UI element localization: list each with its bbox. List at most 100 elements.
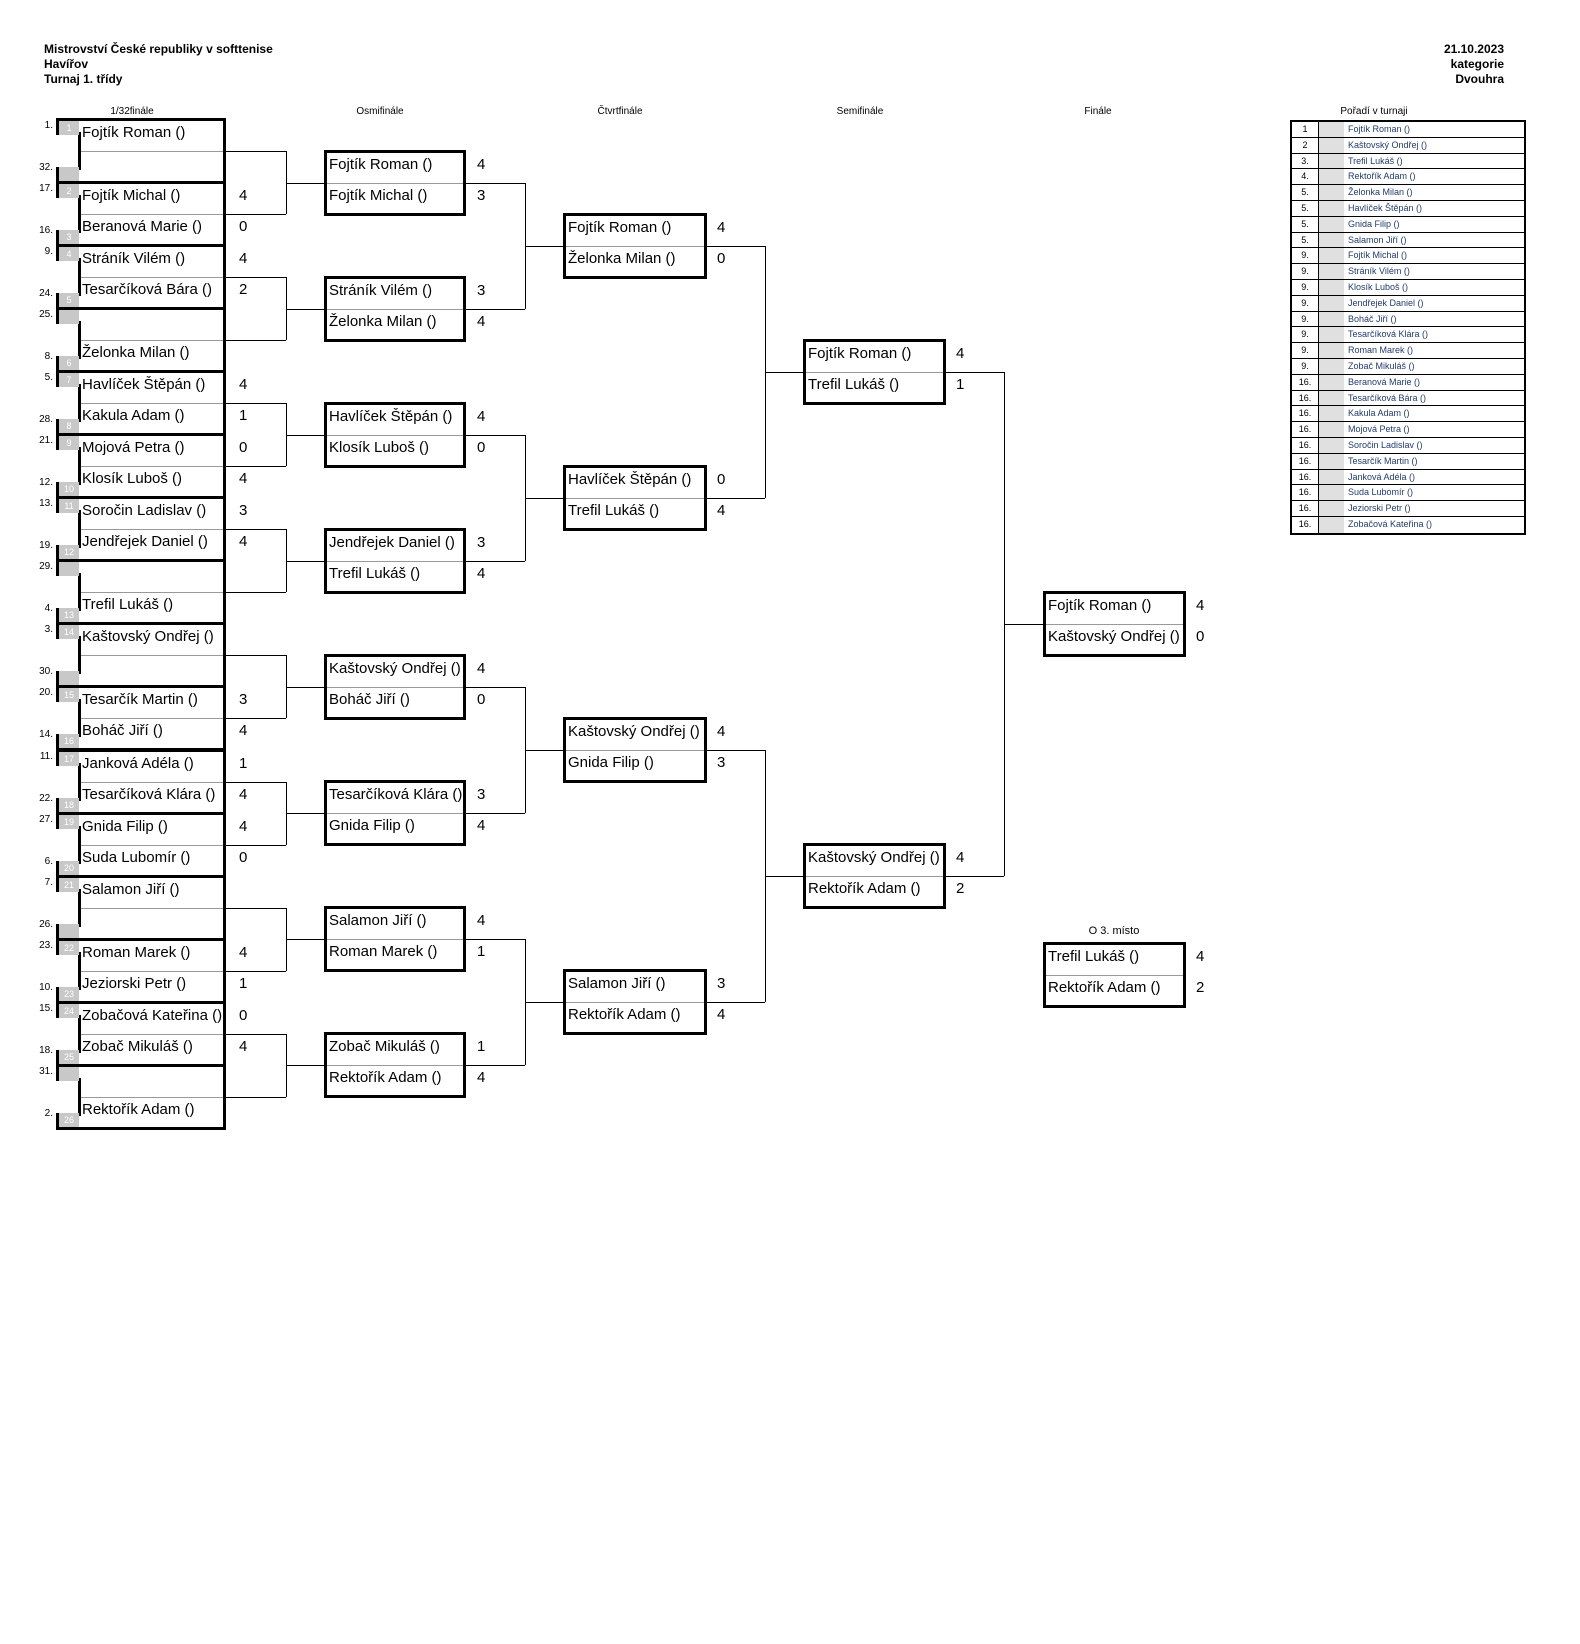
match-divider: [59, 844, 223, 846]
player-name[interactable]: Trefil Lukáš (): [329, 564, 421, 582]
player-name[interactable]: Kaštovský Ondřej (): [329, 659, 461, 677]
player-name[interactable]: Fojtík Roman (): [82, 124, 186, 141]
player-name[interactable]: Havlíček Štěpán (): [568, 470, 692, 488]
ranking-row: 16.Zobačová Kateřina (): [1292, 516, 1524, 533]
player-name[interactable]: Beranová Marie (): [82, 218, 203, 236]
player-name[interactable]: Fojtík Roman (): [1048, 596, 1152, 614]
player-name[interactable]: Fojtík Roman (): [808, 344, 912, 362]
ranking-player[interactable]: Havlíček Štěpán (): [1348, 202, 1423, 213]
ranking-player[interactable]: Janková Adéla (): [1348, 471, 1416, 482]
ranking-player[interactable]: Suda Lubomír (): [1348, 487, 1414, 498]
player-name[interactable]: Jeziorski Petr (): [82, 974, 187, 992]
ranking-player[interactable]: Tesarčík Martin (): [1348, 455, 1418, 466]
ranking-player[interactable]: Zobač Mikuláš (): [1348, 360, 1415, 371]
ranking-player[interactable]: Gnida Filip (): [1348, 218, 1400, 229]
player-name[interactable]: Stráník Vilém (): [82, 250, 186, 268]
player-name[interactable]: Zobač Mikuláš (): [329, 1038, 440, 1056]
player-name[interactable]: Gnida Filip (): [329, 817, 415, 835]
player-name[interactable]: Trefil Lukáš (): [82, 596, 174, 614]
player-name[interactable]: Jendřejek Daniel (): [329, 533, 455, 551]
ranking-player[interactable]: Boháč Jiří (): [1348, 313, 1397, 324]
score: 4: [477, 564, 486, 582]
ranking-player[interactable]: Rektořík Adam (): [1348, 171, 1416, 182]
ranking-position: 1: [1292, 122, 1319, 137]
player-name[interactable]: Tesarčíková Bára (): [82, 281, 213, 299]
ranking-player[interactable]: Salamon Jiří (): [1348, 234, 1407, 245]
draw-position: 9: [59, 436, 79, 451]
player-name[interactable]: Soročin Ladislav (): [82, 502, 207, 520]
player-name[interactable]: Želonka Milan (): [568, 249, 676, 267]
player-name[interactable]: Rektořík Adam (): [82, 1100, 195, 1118]
ranking-player[interactable]: Stráník Vilém (): [1348, 266, 1410, 277]
player-name[interactable]: Gnida Filip (): [82, 817, 168, 835]
player-name[interactable]: Rektořík Adam (): [1048, 979, 1161, 996]
ranking-player[interactable]: Beranová Marie (): [1348, 376, 1421, 387]
player-name[interactable]: Kakula Adam (): [82, 407, 185, 425]
player-name[interactable]: Fojtík Roman (): [329, 155, 433, 173]
player-name[interactable]: Mojová Petra (): [82, 439, 185, 457]
player-name[interactable]: Trefil Lukáš (): [808, 375, 900, 393]
ranking-player[interactable]: Jendřejek Daniel (): [1348, 297, 1424, 308]
player-name[interactable]: Kaštovský Ondřej (): [82, 628, 214, 646]
player-name[interactable]: Havlíček Štěpán (): [329, 407, 453, 425]
player-name[interactable]: Zobač Mikuláš (): [82, 1037, 193, 1055]
ranking-player[interactable]: Trefil Lukáš (): [1348, 155, 1403, 166]
player-name[interactable]: Fojtík Michal (): [329, 186, 428, 204]
player-name[interactable]: Zobačová Kateřina (): [82, 1006, 222, 1024]
player-name[interactable]: Fojtík Michal (): [82, 187, 181, 205]
ranking-player[interactable]: Mojová Petra (): [1348, 424, 1410, 435]
player-name[interactable]: Klosík Luboš (): [329, 438, 430, 456]
player-name[interactable]: Roman Marek (): [329, 943, 438, 961]
player-name[interactable]: Jendřejek Daniel (): [82, 533, 208, 551]
player-name[interactable]: Havlíček Štěpán (): [82, 376, 206, 394]
match-divider: [59, 403, 223, 405]
player-name[interactable]: Rektořík Adam (): [329, 1069, 442, 1087]
player-name[interactable]: Rektořík Adam (): [808, 880, 921, 898]
ranking-player[interactable]: Klosík Luboš (): [1348, 281, 1409, 292]
ranking-row: 16.Kakula Adam (): [1292, 406, 1524, 423]
player-name[interactable]: Tesarčíková Klára (): [329, 786, 463, 804]
ranking-player[interactable]: Jeziorski Petr (): [1348, 503, 1411, 514]
player-name[interactable]: Salamon Jiří (): [568, 975, 666, 993]
player-name[interactable]: Fojtík Roman (): [568, 218, 672, 236]
player-name[interactable]: Roman Marek (): [82, 943, 191, 961]
ranking-player[interactable]: Soročin Ladislav (): [1348, 439, 1423, 450]
player-name[interactable]: Želonka Milan (): [329, 312, 437, 330]
player-name[interactable]: Boháč Jiří (): [82, 722, 163, 740]
player-name[interactable]: Boháč Jiří (): [329, 690, 410, 708]
player-name[interactable]: Trefil Lukáš (): [1048, 948, 1140, 965]
ranking-player[interactable]: Roman Marek (): [1348, 345, 1414, 356]
ranking-player[interactable]: Fojtík Michal (): [1348, 250, 1408, 261]
player-name[interactable]: Janková Adéla (): [82, 754, 194, 772]
ranking-player[interactable]: Zobačová Kateřina (): [1348, 518, 1433, 529]
ranking-player[interactable]: Kaštovský Ondřej (): [1348, 139, 1428, 150]
score: 4: [239, 785, 248, 803]
player-name[interactable]: Gnida Filip (): [568, 753, 654, 771]
player-name[interactable]: Salamon Jiří (): [329, 912, 427, 930]
bracket-line: [286, 686, 324, 688]
ranking-player[interactable]: Tesarčíková Bára (): [1348, 392, 1427, 403]
player-name[interactable]: Salamon Jiří (): [82, 880, 180, 898]
ranking-blank-cell: [1319, 501, 1344, 516]
draw-position: 24: [59, 1003, 79, 1018]
player-name[interactable]: Kaštovský Ondřej (): [1048, 627, 1180, 645]
player-name[interactable]: Klosík Luboš (): [82, 470, 183, 488]
player-name[interactable]: Tesarčíková Klára (): [82, 785, 216, 803]
draw-position: 5: [59, 293, 79, 308]
player-name[interactable]: Rektořík Adam (): [568, 1006, 681, 1024]
player-name[interactable]: Tesarčík Martin (): [82, 691, 198, 709]
match-divider: [566, 245, 704, 247]
player-name[interactable]: Trefil Lukáš (): [568, 501, 660, 519]
player-name[interactable]: Kaštovský Ondřej (): [808, 849, 940, 867]
player-name[interactable]: Suda Lubomír (): [82, 848, 191, 866]
ranking-player[interactable]: Kakula Adam (): [1348, 408, 1410, 419]
player-name[interactable]: Želonka Milan (): [82, 344, 190, 362]
bracket-line: [525, 1002, 563, 1004]
ranking-blank-cell: [1319, 327, 1344, 343]
player-name[interactable]: Stráník Vilém (): [329, 281, 433, 299]
third-place-box: [1043, 942, 1186, 1008]
player-name[interactable]: Kaštovský Ondřej (): [568, 722, 700, 740]
ranking-player[interactable]: Fojtík Roman (): [1348, 124, 1411, 134]
ranking-player[interactable]: Želonka Milan (): [1348, 187, 1413, 198]
ranking-player[interactable]: Tesarčíková Klára (): [1348, 329, 1429, 340]
